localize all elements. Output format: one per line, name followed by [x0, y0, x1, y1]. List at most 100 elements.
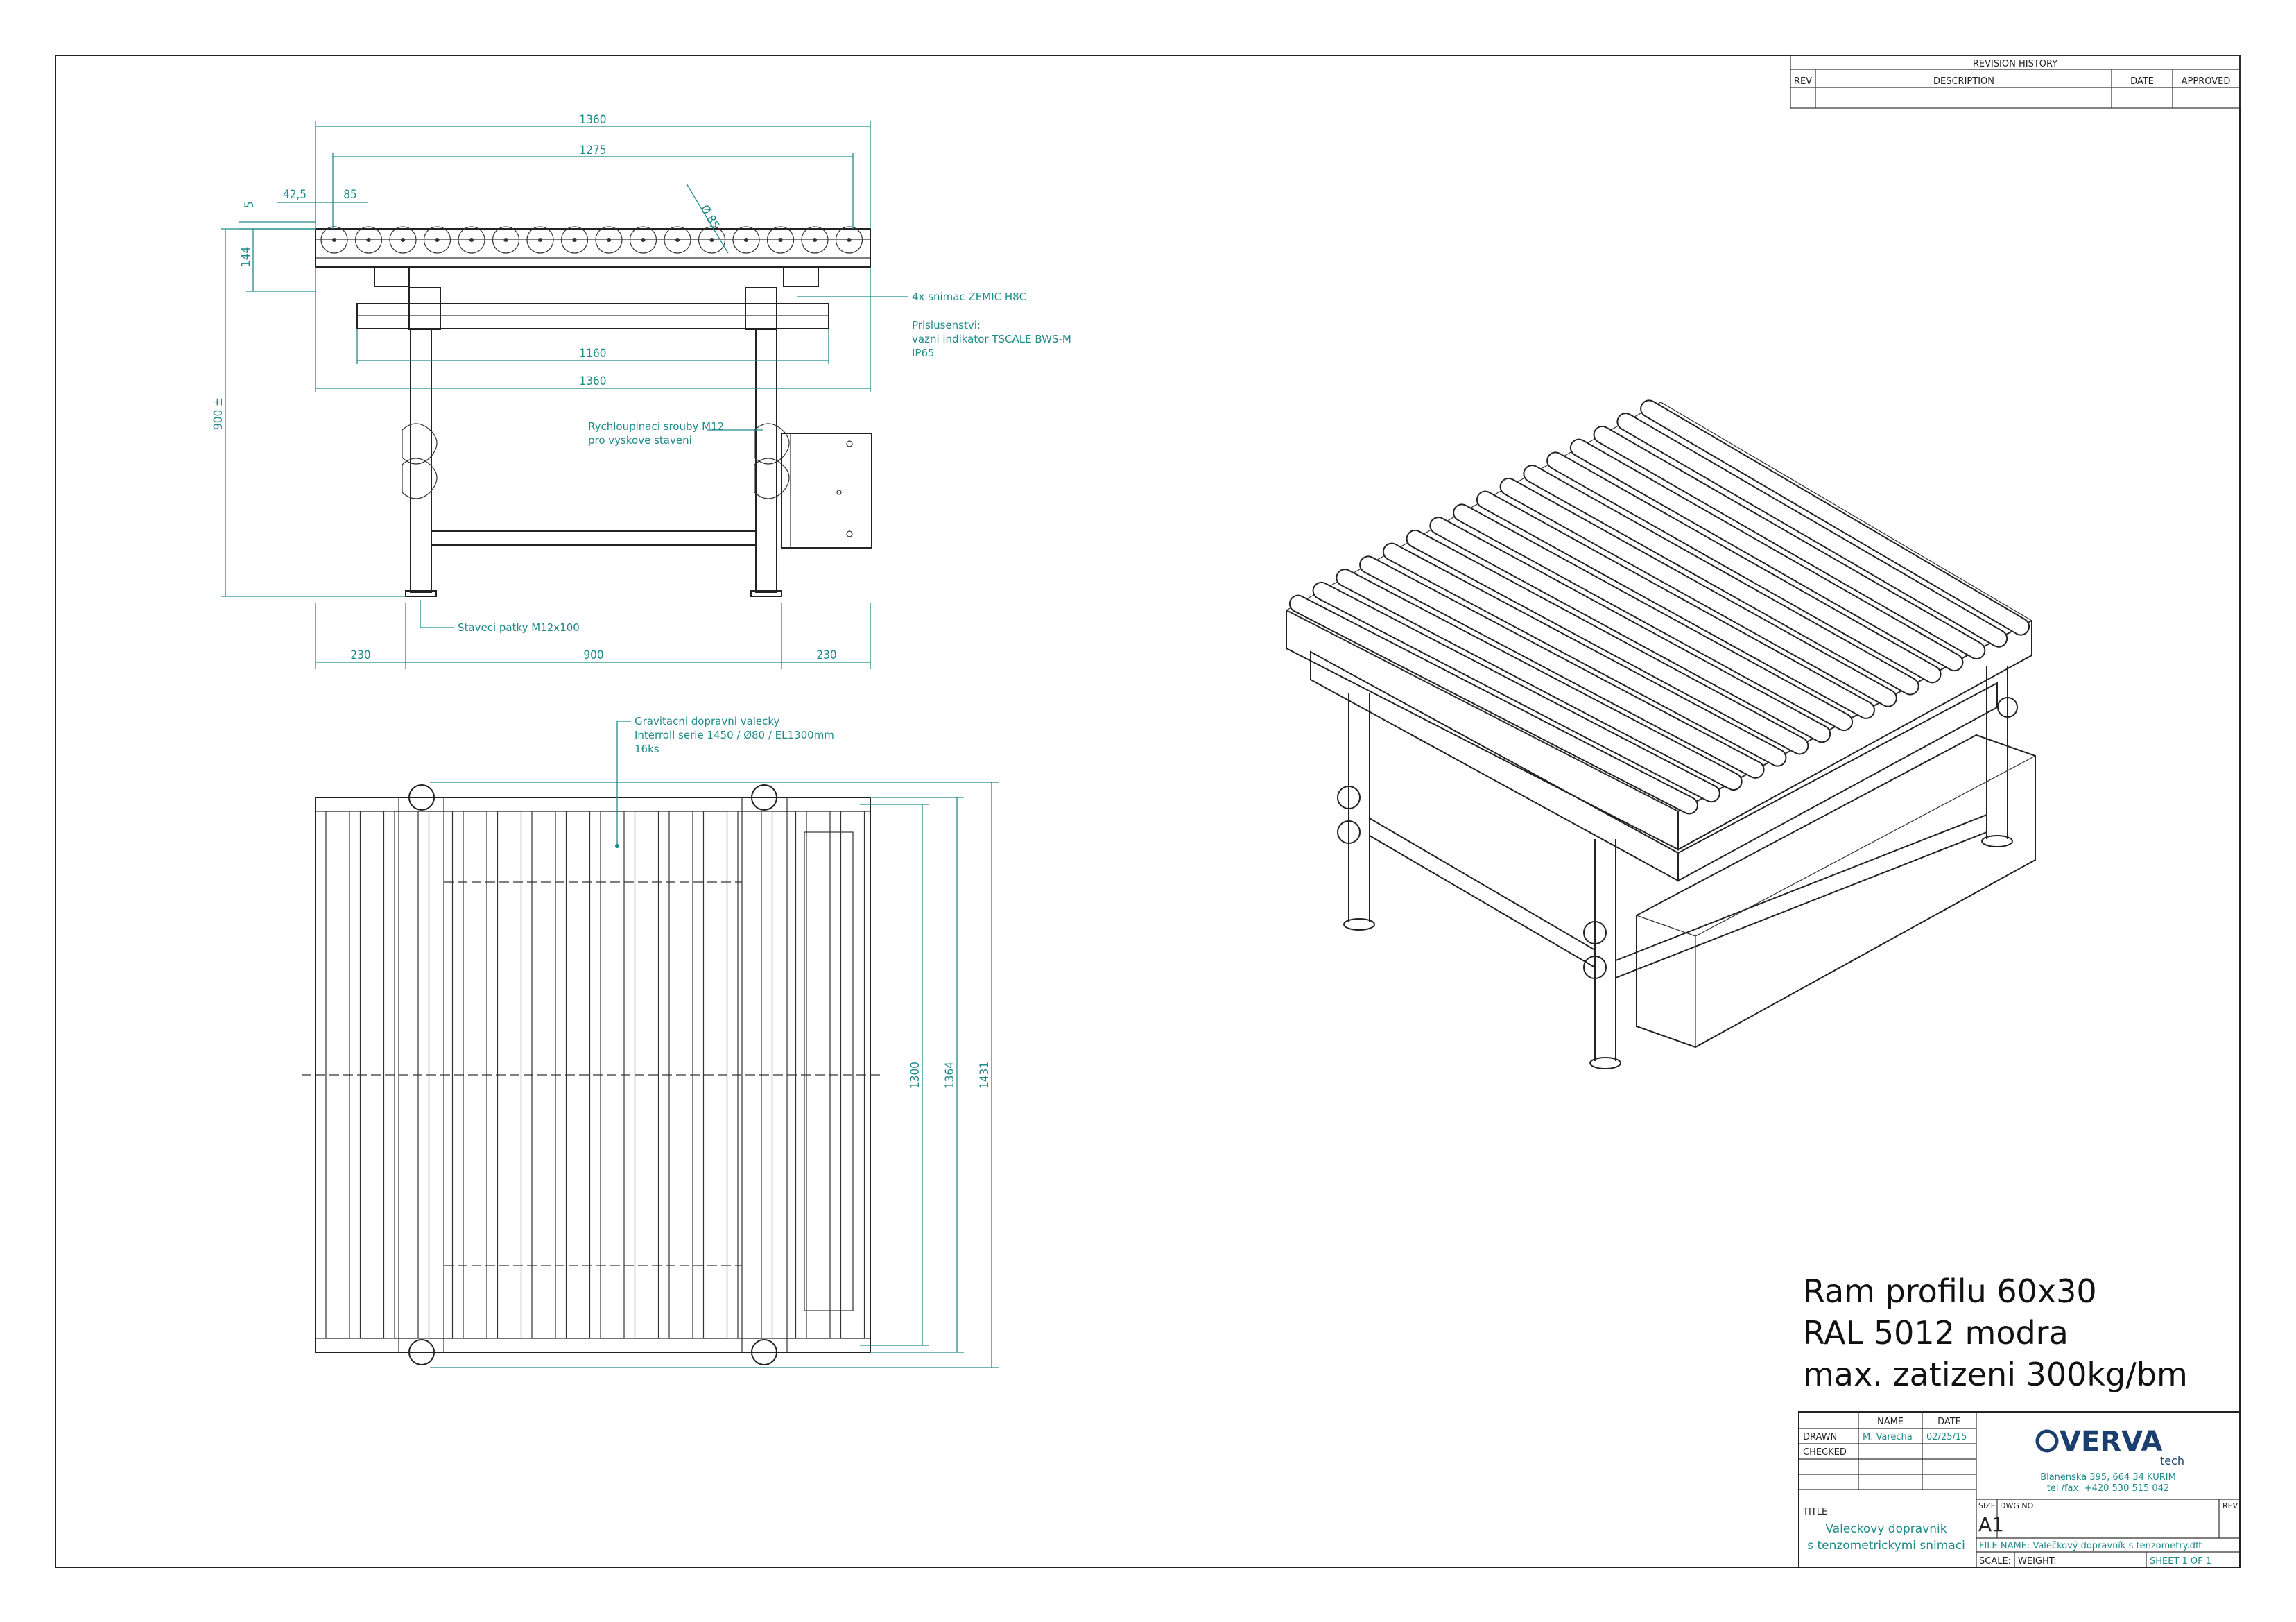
front-roller — [835, 226, 863, 254]
front-roller — [766, 226, 795, 254]
tb-scale-label: SCALE: — [1979, 1556, 2011, 1567]
tb-col-name: NAME — [1877, 1417, 1904, 1427]
front-roller — [664, 226, 691, 254]
tb-dwg-label: DWG NO — [2000, 1501, 2034, 1510]
dim-total-width: 1360 — [580, 113, 607, 127]
iso-roller-face — [1594, 426, 1985, 658]
dim-foot-span: 900 — [583, 648, 603, 662]
iso-roller-face — [1407, 530, 1808, 754]
front-roller — [526, 226, 554, 254]
tb-drawn-date: 02/25/15 — [1926, 1432, 1967, 1442]
dim-foot-right: 230 — [816, 648, 836, 662]
front-roller-axle — [744, 238, 748, 242]
front-roller-axle — [709, 238, 714, 242]
dim-top-1431: 1431 — [978, 1062, 992, 1089]
isometric-view — [1285, 399, 2036, 1069]
front-roller — [423, 226, 451, 254]
front-roller-axle — [435, 238, 440, 242]
dim-foot-left: 230 — [350, 648, 370, 662]
iso-roller-face — [1337, 570, 1741, 790]
tb-size-label: SIZE — [1978, 1501, 1996, 1510]
tb-title-line2: s tenzometrickymi snimaci — [1807, 1539, 1965, 1553]
spec-color: RAL 5012 modra — [1803, 1314, 2069, 1352]
tb-drawn-label: DRAWN — [1803, 1432, 1837, 1442]
front-roller-axle — [778, 238, 783, 242]
verva-logo-icon — [2035, 1429, 2059, 1453]
tb-title-line1: Valeckovy dopravnik — [1825, 1522, 1947, 1536]
revision-history-table: REVISION HISTORY REV DESCRIPTION DATE AP… — [1790, 55, 2241, 109]
iso-roller-face — [1313, 583, 1719, 802]
iso-roller-face — [1501, 478, 1896, 706]
front-roller-axle — [332, 238, 336, 242]
tb-col-date: DATE — [1937, 1417, 1961, 1427]
front-roller — [595, 226, 623, 254]
dim-diameter: Ø 85 — [698, 203, 723, 232]
note-rollers-3: 16ks — [635, 743, 659, 755]
front-roller-axle — [641, 238, 646, 242]
iso-roller-face — [1383, 544, 1786, 766]
tb-file-name: FILE NAME: Valečkový dopravník s tenzome… — [1979, 1541, 2202, 1551]
dim-top-1364: 1364 — [943, 1062, 957, 1089]
dim-frame-height: 144 — [239, 247, 253, 267]
front-roller — [389, 226, 417, 254]
front-roller-axle — [607, 238, 611, 242]
spec-frame-profile: Ram profilu 60x30 — [1803, 1272, 2097, 1310]
note-screws-2: pro vyskove staveni — [588, 434, 692, 447]
note-feet: Staveci patky M12x100 — [458, 621, 580, 634]
front-roller — [320, 226, 348, 254]
note-accessory-label: Prislusenstvi: — [912, 319, 981, 331]
dim-frame-inner: 1160 — [580, 347, 607, 361]
front-roller-axle — [847, 238, 852, 242]
front-roller-axle — [813, 238, 817, 242]
front-roller — [732, 226, 760, 254]
tb-sheet: SHEET 1 OF 1 — [2150, 1556, 2211, 1567]
iso-roller-face — [1524, 466, 1918, 694]
note-accessory-indicator: vazni indikator TSCALE BWS-M — [912, 333, 1071, 345]
note-sensor: 4x snimac ZEMIC H8C — [912, 291, 1026, 303]
front-view: 1360 1275 42,5 85 5 Ø 85 144 1160 1360 9… — [212, 113, 1071, 669]
logo-main: VERVA — [2060, 1426, 2162, 1458]
tb-weight-label: WEIGHT: — [2018, 1556, 2057, 1567]
dim-top-gap: 5 — [243, 201, 257, 208]
iso-roller-face — [1571, 440, 1962, 671]
front-roller-axle — [503, 238, 508, 242]
note-screws-1: Rychloupinaci srouby M12 — [588, 420, 724, 433]
tb-size-value: A1 — [1978, 1513, 2004, 1536]
front-roller — [492, 226, 520, 254]
iso-roller-face — [1618, 414, 2007, 646]
dim-roller-span: 1275 — [580, 144, 607, 157]
rev-col-description: DESCRIPTION — [1933, 76, 1994, 87]
front-roller-axle — [538, 238, 542, 242]
front-roller-axle — [675, 238, 680, 242]
front-roller — [458, 226, 485, 254]
title-block: NAME DATE DRAWN M. Varecha 02/25/15 CHEC… — [1798, 1411, 2241, 1568]
revision-title: REVISION HISTORY — [1973, 59, 2057, 69]
logo-sub: tech — [2160, 1454, 2184, 1467]
tb-address-2: tel./fax: +420 530 515 042 — [2047, 1483, 2170, 1494]
dim-top-1300: 1300 — [908, 1062, 922, 1089]
dim-frame-outer: 1360 — [580, 374, 607, 388]
tb-title-label: TITLE — [1802, 1507, 1827, 1517]
iso-roller-face — [1548, 453, 1940, 682]
front-roller — [354, 226, 383, 254]
iso-roller-face — [1431, 518, 1830, 742]
top-view: Gravitacni dopravni valecky Interroll se… — [302, 715, 999, 1368]
rev-col-date: DATE — [2130, 76, 2154, 87]
front-roller — [801, 226, 829, 254]
front-roller — [560, 226, 589, 254]
front-roller-axle — [469, 238, 474, 242]
note-accessory-ip: IP65 — [912, 347, 935, 359]
front-roller-axle — [401, 238, 405, 242]
front-roller — [629, 226, 657, 254]
rev-col-approved: APPROVED — [2182, 76, 2231, 87]
iso-roller-face — [1454, 505, 1852, 730]
note-rollers-1: Gravitacni dopravni valecky — [635, 715, 780, 727]
tb-drawn-name: M. Varecha — [1863, 1432, 1913, 1442]
iso-roller-face — [1361, 557, 1763, 777]
dim-pitch: 85 — [343, 188, 356, 202]
tb-checked-label: CHECKED — [1803, 1447, 1847, 1458]
rev-col-rev: REV — [1794, 76, 1812, 87]
iso-roller-face — [1290, 596, 1697, 813]
dim-offset-left: 42,5 — [283, 188, 307, 202]
